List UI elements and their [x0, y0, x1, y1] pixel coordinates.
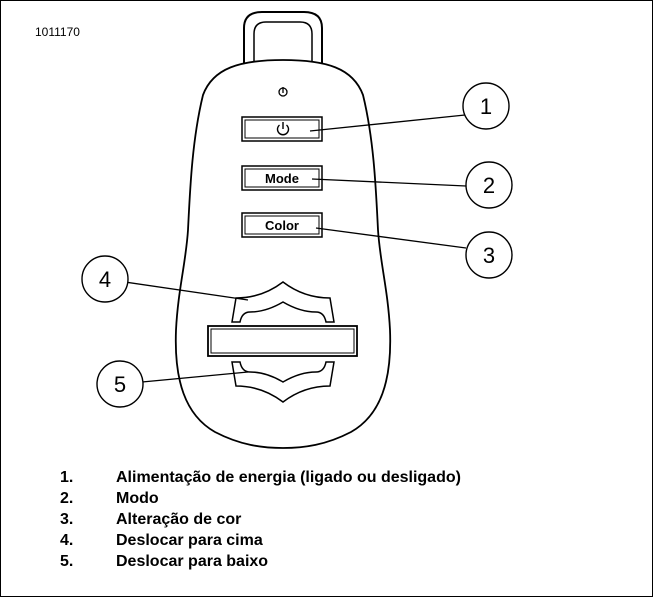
legend-item: 3.Alteração de cor [60, 511, 242, 528]
svg-text:5: 5 [114, 372, 126, 397]
power-icon [276, 122, 290, 136]
key-ring-loop [243, 11, 323, 70]
legend-item: 2.Modo [60, 490, 159, 507]
mode-button[interactable]: Mode [241, 165, 323, 191]
leader-lines [124, 114, 467, 383]
leader-line-4 [124, 281, 249, 301]
power-indicator-icon [278, 87, 288, 97]
svg-text:2: 2 [483, 173, 495, 198]
mode-button-label: Mode [265, 171, 299, 186]
center-bar [207, 325, 358, 357]
down-button[interactable] [231, 361, 335, 403]
callout-1: 1 [462, 82, 510, 130]
color-button[interactable]: Color [241, 212, 323, 238]
leader-line-3 [315, 227, 467, 249]
legend-item: 5.Deslocar para baixo [60, 553, 269, 570]
callout-2: 2 [465, 161, 513, 209]
legend-item: 1.Alimentação de energia (ligado ou desl… [60, 469, 461, 486]
up-button[interactable] [231, 281, 335, 323]
leader-line-5 [141, 371, 249, 383]
callout-3: 3 [465, 231, 513, 279]
callout-5: 5 [96, 360, 144, 408]
svg-text:1: 1 [480, 94, 492, 119]
svg-text:3: 3 [483, 243, 495, 268]
figure-id: 1011170 [35, 25, 80, 39]
legend-list: 1.Alimentação de energia (ligado ou desl… [60, 467, 461, 572]
leader-line-2 [311, 178, 467, 187]
power-button[interactable] [241, 116, 323, 142]
callout-4: 4 [81, 255, 129, 303]
svg-text:4: 4 [99, 267, 111, 292]
leader-line-1 [309, 114, 466, 132]
color-button-label: Color [265, 218, 299, 233]
legend-item: 4.Deslocar para cima [60, 532, 263, 549]
